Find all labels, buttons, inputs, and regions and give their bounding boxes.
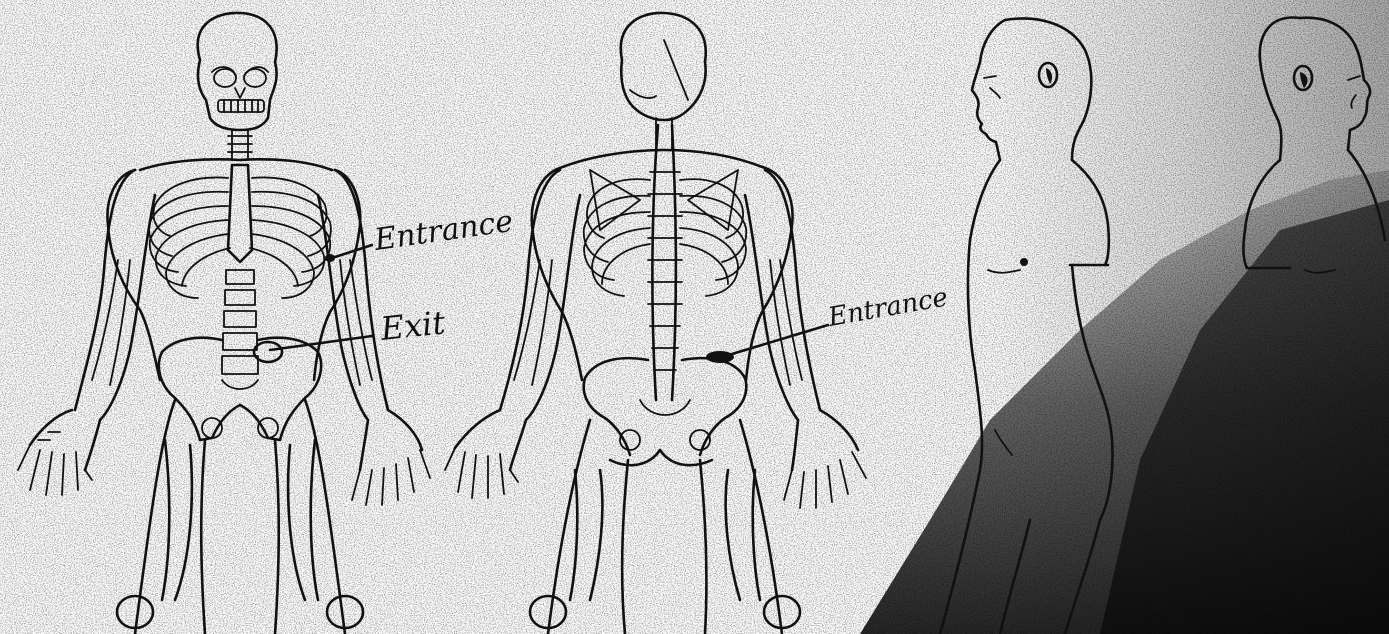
label-front-exit: Exit — [378, 303, 447, 348]
